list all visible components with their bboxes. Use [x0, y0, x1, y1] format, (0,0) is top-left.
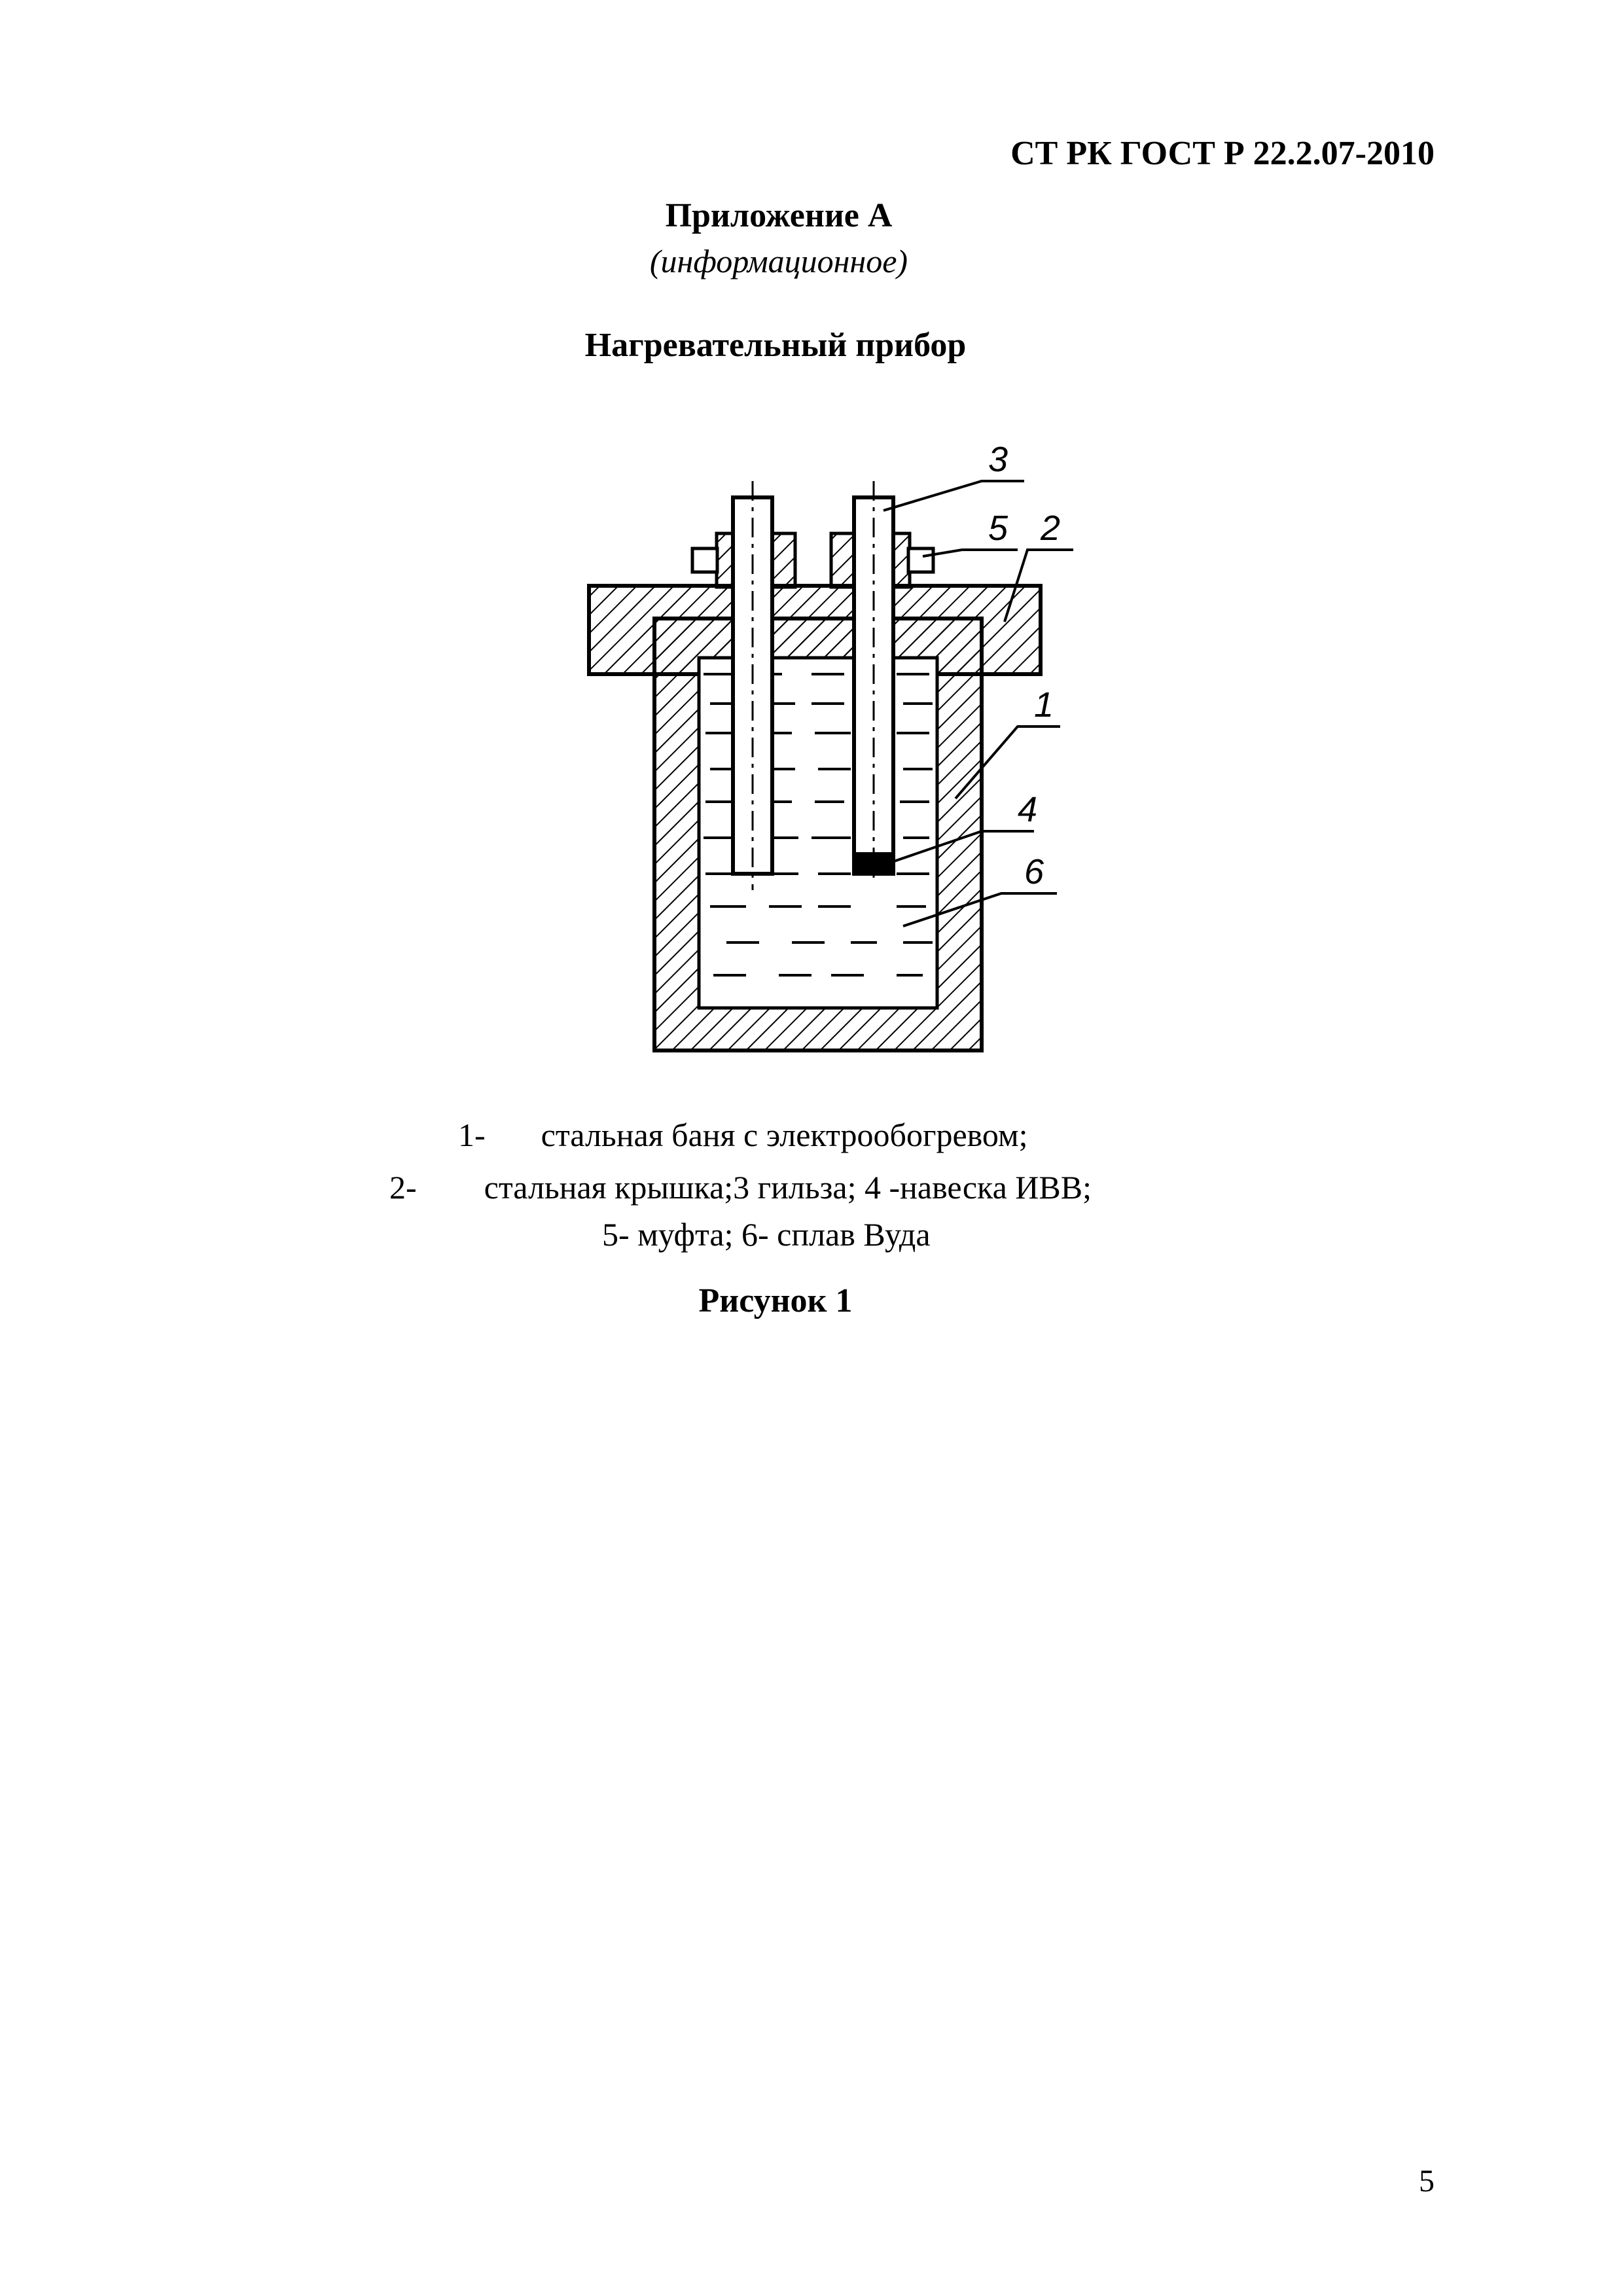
- section-title: Нагревательный прибор: [584, 327, 967, 364]
- appendix-subtitle: (информационное): [649, 243, 908, 279]
- figure-caption: Рисунок 1: [698, 1282, 853, 1319]
- callout-3: 3: [988, 440, 1008, 479]
- callout-leaders: [883, 480, 1073, 927]
- legend-line-2: 2- стальная крышка;3 гильза; 4 -навеска …: [389, 1168, 1092, 1206]
- sleeve-left: [731, 481, 774, 890]
- heating-device-diagram: 3 5 2 1 4 6: [587, 440, 1073, 1052]
- explosive-sample: [856, 852, 891, 874]
- appendix-title: Приложение А: [665, 197, 893, 234]
- document-code-header: СТ РК ГОСТ Р 22.2.07-2010: [1010, 135, 1435, 172]
- callout-2: 2: [1040, 509, 1060, 548]
- steel-bath: [652, 617, 984, 1052]
- callout-6: 6: [1024, 852, 1044, 891]
- callout-4: 4: [1018, 790, 1037, 829]
- legend-text: стальная крышка;3 гильза; 4 -навеска ИВВ…: [484, 1169, 1092, 1206]
- legend-text: стальная баня с электрообогревом;: [541, 1117, 1028, 1153]
- legend-text: 5- муфта; 6- сплав Вуда: [602, 1216, 931, 1253]
- callout-5: 5: [988, 509, 1008, 548]
- callout-1: 1: [1034, 685, 1054, 725]
- legend-number: 1-: [458, 1117, 486, 1153]
- legend-number: 2-: [389, 1169, 417, 1206]
- legend-line-3: 5- муфта; 6- сплав Вуда: [602, 1215, 931, 1253]
- legend-line-1: 1- стальная баня с электрообогревом;: [458, 1116, 1028, 1154]
- sleeve-right: [852, 481, 895, 880]
- page-number: 5: [1419, 2164, 1435, 2198]
